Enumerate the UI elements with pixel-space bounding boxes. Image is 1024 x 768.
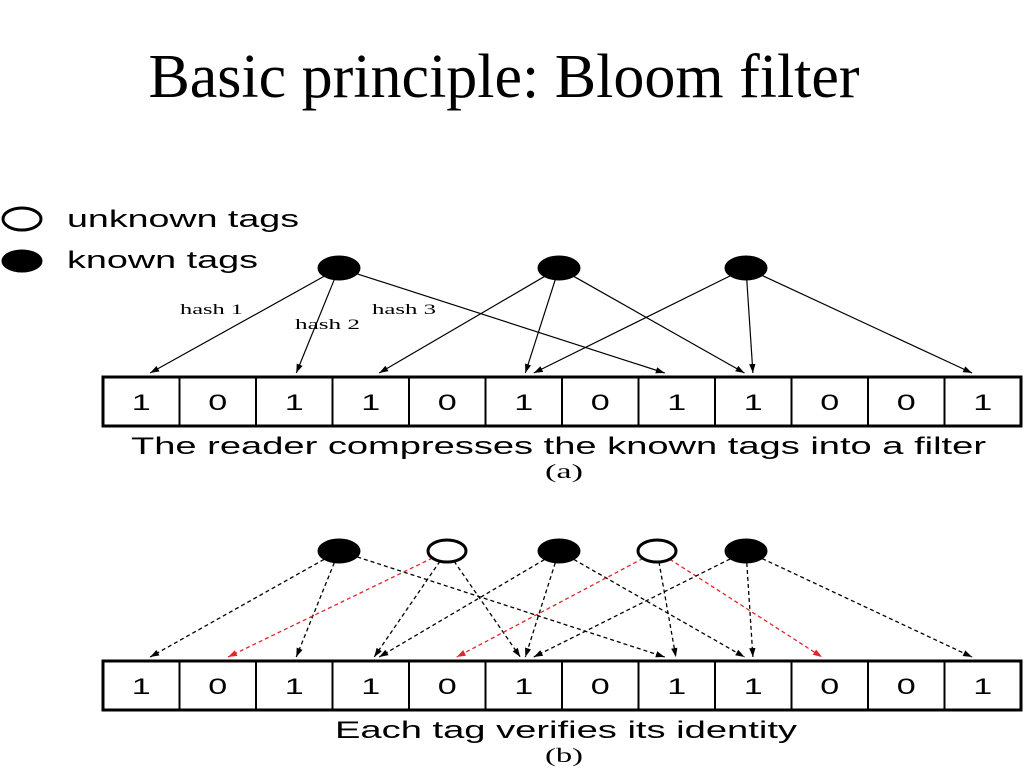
filter-bit: 0 (438, 391, 457, 416)
filter-bit: 1 (973, 391, 992, 416)
hash-arrow (746, 562, 756, 658)
hash-arrows (149, 556, 973, 658)
known-tag-node (537, 255, 581, 281)
diagram-caption: The reader compresses the known tags int… (131, 433, 986, 460)
diagram-sublabel: (a) (545, 461, 583, 483)
tag-nodes (317, 255, 768, 281)
filter-bit: 1 (132, 391, 151, 416)
hash-label: hash 2 (295, 317, 360, 333)
bloom-filter-array: 1 0 1 1 0 1 0 1 1 0 0 1 (101, 659, 1023, 712)
filter-bit: 0 (591, 675, 610, 700)
hash-arrow (373, 560, 441, 658)
filter-bit: 0 (820, 391, 839, 416)
legend-unknown-label: unknown tags (67, 206, 299, 233)
filter-bit: 1 (361, 675, 380, 700)
filter-array-border (101, 659, 1023, 712)
hash-arrow (746, 279, 756, 374)
hash-arrow (295, 562, 335, 658)
hash-arrow (453, 560, 521, 658)
hash-label: hash 3 (372, 302, 436, 318)
mismatch-hash-arrow (227, 557, 433, 658)
legend-known-label: known tags (67, 247, 258, 274)
unknown-tag-node (636, 538, 678, 564)
hash-arrow (524, 279, 556, 374)
filter-bit: 1 (514, 391, 533, 416)
hash-arrow (378, 276, 545, 374)
filter-bit: 1 (667, 391, 686, 416)
filter-bit: 1 (973, 675, 992, 700)
filter-bit: 0 (208, 391, 227, 416)
hash-arrows (149, 273, 973, 374)
known-tag-node (724, 255, 768, 281)
known-tag-node (537, 538, 581, 564)
diagram-a: hash 1 hash 2 hash 3 1 0 1 1 0 1 0 1 1 0 0 1 The re… (101, 255, 1023, 483)
hash-arrow (149, 275, 325, 374)
filter-bit: 0 (897, 675, 916, 700)
hash-arrow (533, 275, 731, 374)
known-tag-node (317, 538, 361, 564)
known-tag-node (724, 538, 768, 564)
filter-bit: 1 (744, 675, 763, 700)
known-tag-node (317, 255, 361, 281)
mismatch-hash-arrow (456, 557, 644, 658)
filter-bit: 0 (438, 675, 457, 700)
hash-arrow (149, 558, 325, 658)
hash-arrow (573, 558, 745, 658)
diagram-caption: Each tag verifies its identity (335, 717, 797, 744)
mismatch-hash-arrow (669, 558, 823, 658)
hash-arrow (357, 556, 665, 658)
filter-bit: 0 (208, 675, 227, 700)
filter-bit: 1 (514, 675, 533, 700)
filter-bit: 0 (897, 391, 916, 416)
filter-bit: 1 (744, 391, 763, 416)
diagram-sublabel: (b) (545, 745, 583, 767)
hash-arrow (573, 275, 745, 374)
filter-bit: 0 (591, 391, 610, 416)
filter-bit: 1 (285, 675, 304, 700)
hash-arrow (524, 562, 556, 658)
hash-arrow (533, 558, 731, 658)
unknown-tag-node (426, 538, 468, 564)
hash-arrow (295, 279, 335, 374)
hash-labels: hash 1 hash 2 hash 3 (180, 302, 436, 333)
bloom-filter-array: 1 0 1 1 0 1 0 1 1 0 0 1 (101, 375, 1023, 428)
hash-arrow (378, 559, 545, 658)
filter-bit: 1 (667, 675, 686, 700)
tag-nodes (317, 538, 768, 564)
filter-bit: 1 (285, 391, 304, 416)
hash-arrow (658, 561, 678, 658)
hash-arrow (762, 275, 973, 374)
hash-label: hash 1 (180, 302, 243, 318)
filter-bit: 1 (132, 675, 151, 700)
unknown-tag-legend-icon (1, 206, 43, 232)
slide-title: Basic principle: Bloom filter (148, 43, 859, 111)
diagram-b: 1 0 1 1 0 1 0 1 1 0 0 1 Each tag verifies its ident… (101, 538, 1023, 767)
legend: unknown tags known tags (1, 206, 299, 274)
hash-arrow (357, 273, 665, 374)
filter-bit: 0 (820, 675, 839, 700)
known-tag-legend-icon (1, 249, 43, 273)
filter-bit: 1 (361, 391, 380, 416)
filter-array-border (101, 375, 1023, 428)
hash-arrow (761, 558, 973, 658)
